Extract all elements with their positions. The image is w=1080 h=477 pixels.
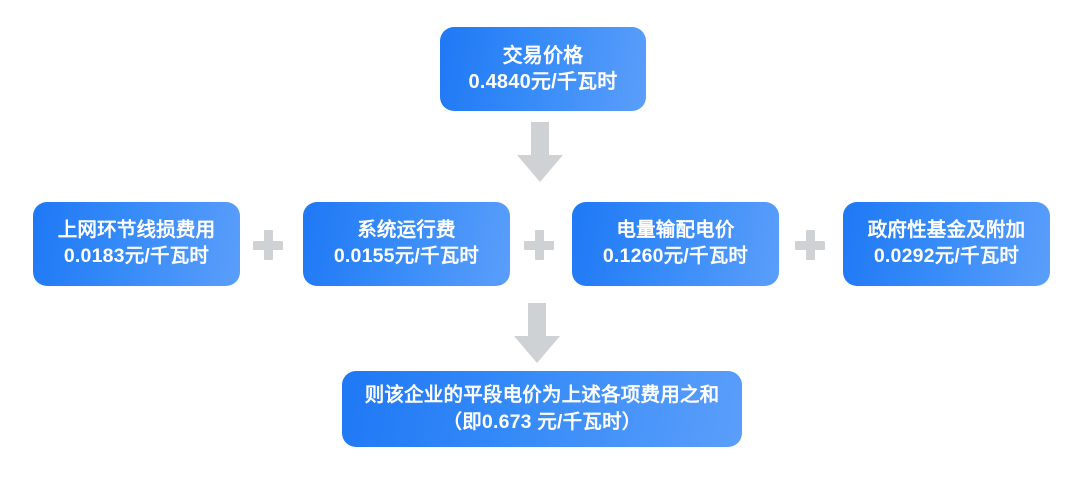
- plus-icon-2: [524, 230, 554, 260]
- node-total-result-value: （即0.673 元/千瓦时）: [442, 411, 642, 433]
- node-trading-price: 交易价格 0.4840元/千瓦时: [440, 27, 646, 111]
- node-system-operation-fee: 系统运行费 0.0155元/千瓦时: [303, 202, 510, 286]
- plus-icon-1: [253, 230, 283, 260]
- node-total-result-label: 则该企业的平段电价为上述各项费用之和: [364, 384, 720, 407]
- arrow-down-icon: [513, 303, 561, 365]
- node-line-loss-fee-value: 0.0183元/千瓦时: [63, 245, 210, 267]
- node-transmission-distribution-price-value: 0.1260元/千瓦时: [602, 245, 749, 267]
- node-system-operation-fee-label: 系统运行费: [357, 219, 456, 242]
- node-trading-price-value: 0.4840元/千瓦时: [468, 71, 618, 93]
- node-trading-price-label: 交易价格: [502, 44, 584, 67]
- arrow-down-icon: [516, 122, 564, 184]
- node-line-loss-fee-label: 上网环节线损费用: [57, 219, 216, 242]
- node-transmission-distribution-price: 电量输配电价 0.1260元/千瓦时: [572, 202, 779, 286]
- plus-icon-3: [795, 230, 825, 260]
- node-total-result: 则该企业的平段电价为上述各项费用之和 （即0.673 元/千瓦时）: [342, 371, 742, 447]
- node-government-funds-surcharge-value: 0.0292元/千瓦时: [873, 245, 1020, 267]
- node-line-loss-fee: 上网环节线损费用 0.0183元/千瓦时: [33, 202, 240, 286]
- node-government-funds-surcharge-label: 政府性基金及附加: [867, 219, 1026, 242]
- node-government-funds-surcharge: 政府性基金及附加 0.0292元/千瓦时: [843, 202, 1050, 286]
- node-system-operation-fee-value: 0.0155元/千瓦时: [333, 245, 480, 267]
- node-transmission-distribution-price-label: 电量输配电价: [616, 219, 735, 242]
